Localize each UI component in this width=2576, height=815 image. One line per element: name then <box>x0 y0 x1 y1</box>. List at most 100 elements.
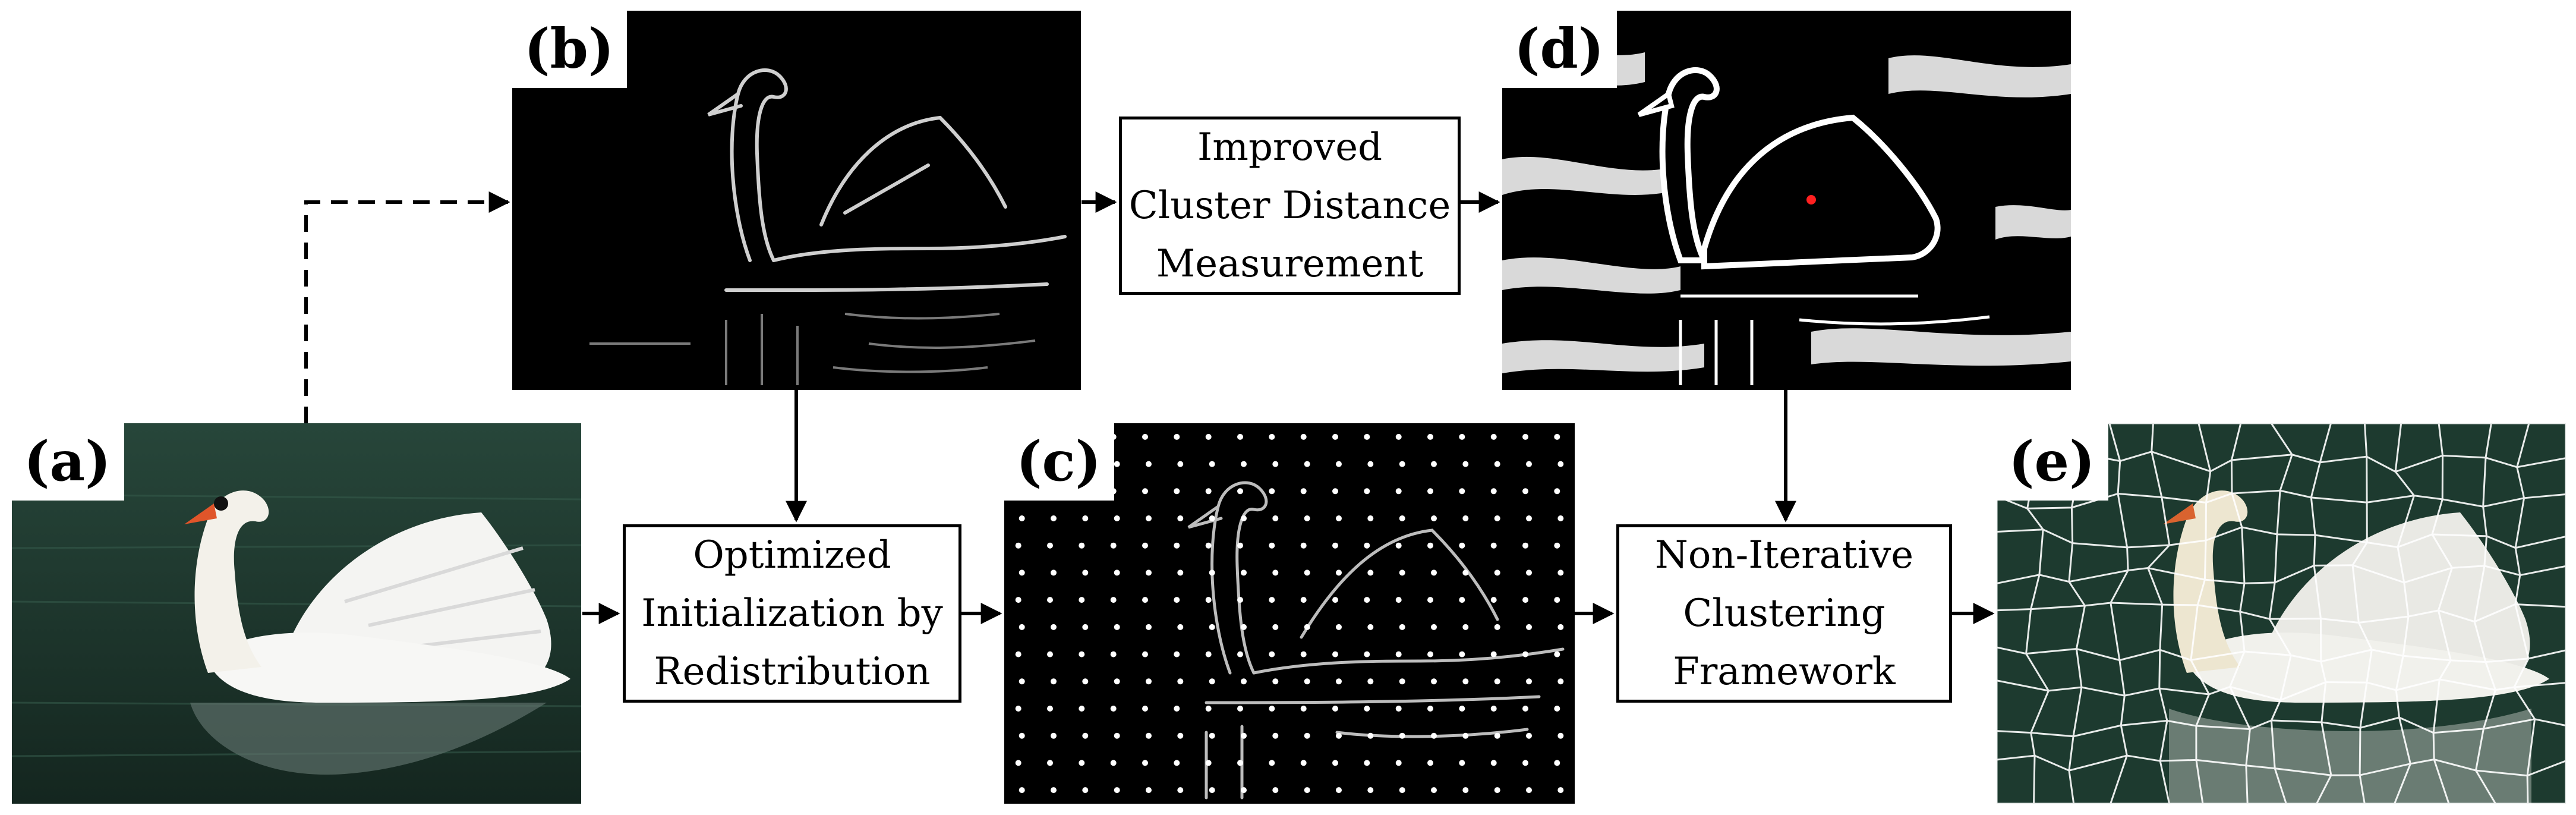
seed-point <box>1015 706 1021 712</box>
seed-point <box>1462 787 1469 794</box>
seed-point <box>1110 651 1117 657</box>
seed-point <box>1490 760 1497 766</box>
seed-point <box>1272 678 1279 685</box>
seed-point <box>1459 488 1465 495</box>
seed-point <box>1269 433 1275 440</box>
seed-point <box>1395 433 1402 440</box>
seed-point <box>1336 515 1342 521</box>
seed-point <box>1146 461 1152 467</box>
seed-point <box>1114 461 1120 467</box>
seed-point <box>1051 787 1057 794</box>
seed-point <box>1015 760 1021 766</box>
seed-point <box>1047 706 1053 712</box>
seed-point <box>1241 461 1247 467</box>
highlighted-pixel-dot <box>1806 195 1816 204</box>
seed-point <box>1399 515 1405 521</box>
seed-point <box>1557 787 1564 794</box>
seed-point <box>1082 678 1089 685</box>
seed-point <box>1494 678 1500 685</box>
seed-point <box>1110 760 1117 766</box>
arrow-a-to-b-dashed <box>304 191 510 423</box>
seed-point <box>1019 569 1025 576</box>
seed-point <box>1367 732 1374 739</box>
seed-point <box>1177 678 1184 685</box>
seed-point <box>1526 461 1532 467</box>
seed-point <box>1332 542 1338 549</box>
seed-point <box>1177 732 1184 739</box>
seed-point <box>1300 488 1307 495</box>
seed-point <box>1367 787 1374 794</box>
seed-point <box>1395 597 1402 603</box>
seed-point <box>1177 461 1184 467</box>
swan-photo <box>12 423 581 804</box>
seed-point <box>1205 706 1212 712</box>
superpixel-boundary <box>2431 423 2454 804</box>
seed-point <box>1364 433 1370 440</box>
seed-point <box>1146 732 1152 739</box>
seed-point <box>1237 597 1243 603</box>
seed-point <box>1526 678 1532 685</box>
seed-point <box>1047 542 1053 549</box>
seed-point <box>1427 488 1433 495</box>
superpixel-image <box>1997 423 2566 804</box>
seed-point <box>1554 706 1560 712</box>
seed-point <box>1427 597 1433 603</box>
seed-point <box>1241 515 1247 521</box>
seed-point <box>1142 597 1148 603</box>
seed-point <box>1431 732 1437 739</box>
seed-point <box>1526 732 1532 739</box>
seed-point <box>1019 515 1025 521</box>
seed-point <box>1114 787 1120 794</box>
seed-point <box>1209 461 1215 467</box>
superpixel-boundary <box>2229 423 2251 804</box>
seed-point <box>1205 651 1212 657</box>
box-line: Improved <box>1197 125 1383 169</box>
seed-point <box>1015 597 1021 603</box>
seed-point <box>1459 597 1465 603</box>
seed-point <box>1554 760 1560 766</box>
seed-point <box>1304 787 1310 794</box>
seed-point <box>1079 706 1085 712</box>
seed-point <box>1300 597 1307 603</box>
seed-point <box>1364 597 1370 603</box>
seed-point <box>1209 732 1215 739</box>
panel-b-label: (b) <box>512 11 628 88</box>
seed-point <box>1557 569 1564 576</box>
seed-point <box>1079 651 1085 657</box>
seed-point <box>1304 678 1310 685</box>
seed-point <box>1431 678 1437 685</box>
seed-point <box>1177 569 1184 576</box>
seed-point <box>1272 732 1279 739</box>
seed-point <box>1490 651 1497 657</box>
seed-point <box>1427 760 1433 766</box>
seed-point <box>1336 624 1342 630</box>
seed-point <box>1047 760 1053 766</box>
box-optimized-initialization: Optimized Initialization by Redistributi… <box>623 524 961 703</box>
seed-point <box>1142 488 1148 495</box>
seed-point <box>1237 651 1243 657</box>
seed-point <box>1269 488 1275 495</box>
superpixel-boundary <box>2513 423 2536 804</box>
superpixel-boundary <box>2473 423 2497 804</box>
seed-point <box>1304 732 1310 739</box>
seed-point <box>1459 706 1465 712</box>
seed-point <box>1019 624 1025 630</box>
seed-point <box>1047 597 1053 603</box>
seed-point <box>1431 624 1437 630</box>
seed-point <box>1110 597 1117 603</box>
seed-point <box>1205 433 1212 440</box>
superpixel-boundary <box>2268 423 2293 804</box>
seed-point <box>1336 461 1342 467</box>
panel-b-edge-map: (b) <box>512 11 1081 390</box>
seed-point <box>1205 488 1212 495</box>
seed-point <box>1110 706 1117 712</box>
seed-point <box>1336 787 1342 794</box>
seed-point <box>1237 542 1243 549</box>
seed-point <box>1300 651 1307 657</box>
seed-point <box>1272 515 1279 521</box>
seed-point <box>1237 706 1243 712</box>
seed-point <box>1490 488 1497 495</box>
seed-point <box>1300 433 1307 440</box>
box-line: Cluster Distance <box>1128 184 1451 228</box>
seed-point <box>1209 515 1215 521</box>
